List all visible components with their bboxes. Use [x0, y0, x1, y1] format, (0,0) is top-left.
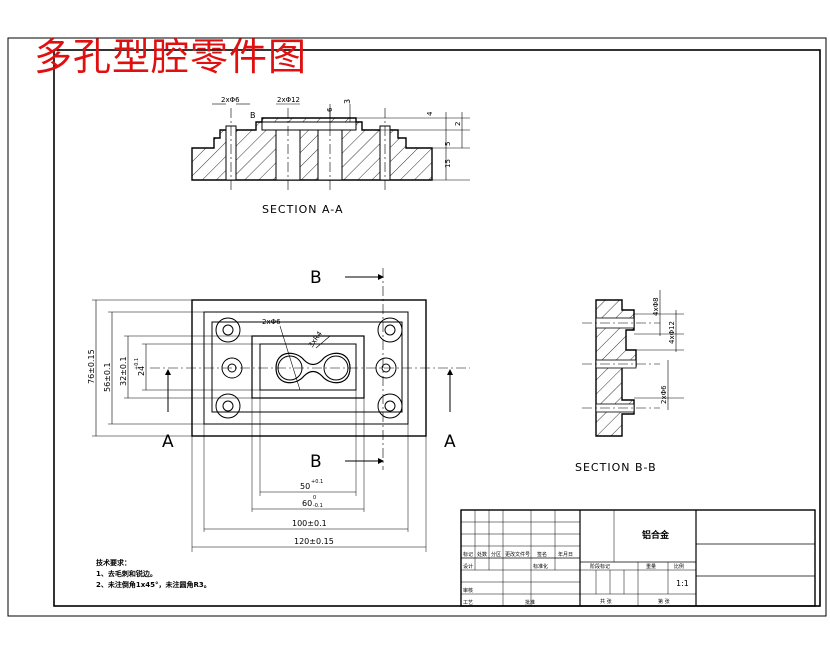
section-bb-view: 4xΦ8 4xΦ12 2xΦ6 SECTION B-B — [575, 290, 684, 474]
bb-dim-holes-12: 4xΦ12 — [668, 321, 676, 344]
plan-view: B B A A 2xΦ6 — [87, 268, 470, 552]
tb-ratio: 比例 — [674, 563, 684, 570]
inner-border — [53, 49, 821, 607]
aa-dim-4: 4 — [426, 111, 434, 116]
dim-width-60: 60 — [302, 499, 312, 508]
aa-dim-3: 3 — [343, 99, 352, 104]
tb-design: 设计 — [463, 563, 473, 570]
aa-dim-6: 6 — [326, 107, 334, 112]
bb-dim-holes-6: 2xΦ6 — [660, 385, 668, 404]
section-b-marker-bottom: B — [310, 452, 322, 472]
tb-review: 审核 — [463, 587, 473, 594]
section-a-marker-left: A — [162, 432, 174, 452]
tb-r6: 年月日 — [558, 551, 573, 558]
aa-dim-2: 2 — [454, 122, 462, 126]
tech-line-2: 2、未注倒角1x45°，未注圆角R3。 — [96, 581, 211, 589]
section-aa-view: 2xΦ6 2xΦ12 B 6 3 4 2 5 15 SECTION A-A — [191, 96, 470, 216]
aa-dim-15: 15 — [444, 159, 452, 168]
section-aa-label: SECTION A-A — [262, 203, 344, 216]
technical-requirements: 技术要求： 1、去毛刺和锐边。 2、未注倒角1x45°，未注圆角R3。 — [96, 558, 211, 591]
dim-height-pocket: 32±0.1 — [119, 356, 128, 386]
tech-heading: 技术要求： — [96, 559, 131, 567]
tb-material: 铝合金 — [642, 529, 670, 541]
section-b-marker-top: B — [310, 268, 322, 288]
tb-standard: 标准化 — [533, 563, 548, 570]
aa-dim-holes-small: 2xΦ6 — [221, 96, 240, 104]
title-block-text: 铝合金 1:1 标记 处数 分区 更改文件号 签名 年月日 设计 标准化 阶段标… — [463, 529, 689, 606]
dim-height-inner-tol: +0.1 — [134, 358, 140, 370]
dim-width-120: 120±0.15 — [294, 537, 334, 546]
dim-height-holes: 56±0.1 — [103, 362, 112, 392]
tech-line-1: 1、去毛刺和锐边。 — [96, 570, 157, 578]
tb-stage: 阶段标记 — [590, 563, 610, 570]
outer-border — [7, 37, 827, 617]
dim-width-inner-tol: +0.1 — [311, 479, 323, 485]
tb-r2: 处数 — [477, 551, 487, 558]
tb-r1: 标记 — [463, 551, 473, 558]
tb-sheets-a: 共 张 — [600, 598, 612, 605]
tb-r4: 更改文件号 — [505, 551, 530, 558]
section-bb-label: SECTION B-B — [575, 461, 657, 474]
drawing-title: 多孔型腔零件图 — [34, 35, 308, 79]
aa-dim-holes-large: 2xΦ12 — [277, 96, 300, 104]
tb-approve: 批准 — [525, 599, 535, 606]
dim-width-inner: 50 — [300, 482, 310, 491]
dim-width-100: 100±0.1 — [292, 519, 327, 528]
aa-ref-letter: B — [250, 111, 256, 120]
plan-callout-holes: 2xΦ6 — [262, 318, 281, 326]
dim-width-60-tol-bottom: -0.1 — [313, 503, 323, 509]
tb-process: 工艺 — [463, 600, 473, 606]
bb-dim-holes-4: 4xΦ8 — [652, 297, 660, 316]
aa-dim-5: 5 — [444, 142, 452, 146]
section-a-marker-right: A — [444, 432, 456, 452]
title-block — [460, 509, 816, 607]
tb-r5: 签名 — [537, 551, 547, 558]
tb-scale: 1:1 — [676, 579, 689, 588]
tb-weight: 重量 — [646, 563, 656, 570]
plan-callout-radius: 3xR4 — [307, 329, 324, 349]
dim-width-60-tol-top: 0 — [313, 495, 316, 501]
dim-height-outer: 76±0.15 — [87, 349, 96, 384]
dim-height-inner: 24 — [137, 366, 146, 376]
tb-sheets-b: 第 张 — [658, 598, 670, 605]
tb-r3: 分区 — [491, 551, 501, 558]
